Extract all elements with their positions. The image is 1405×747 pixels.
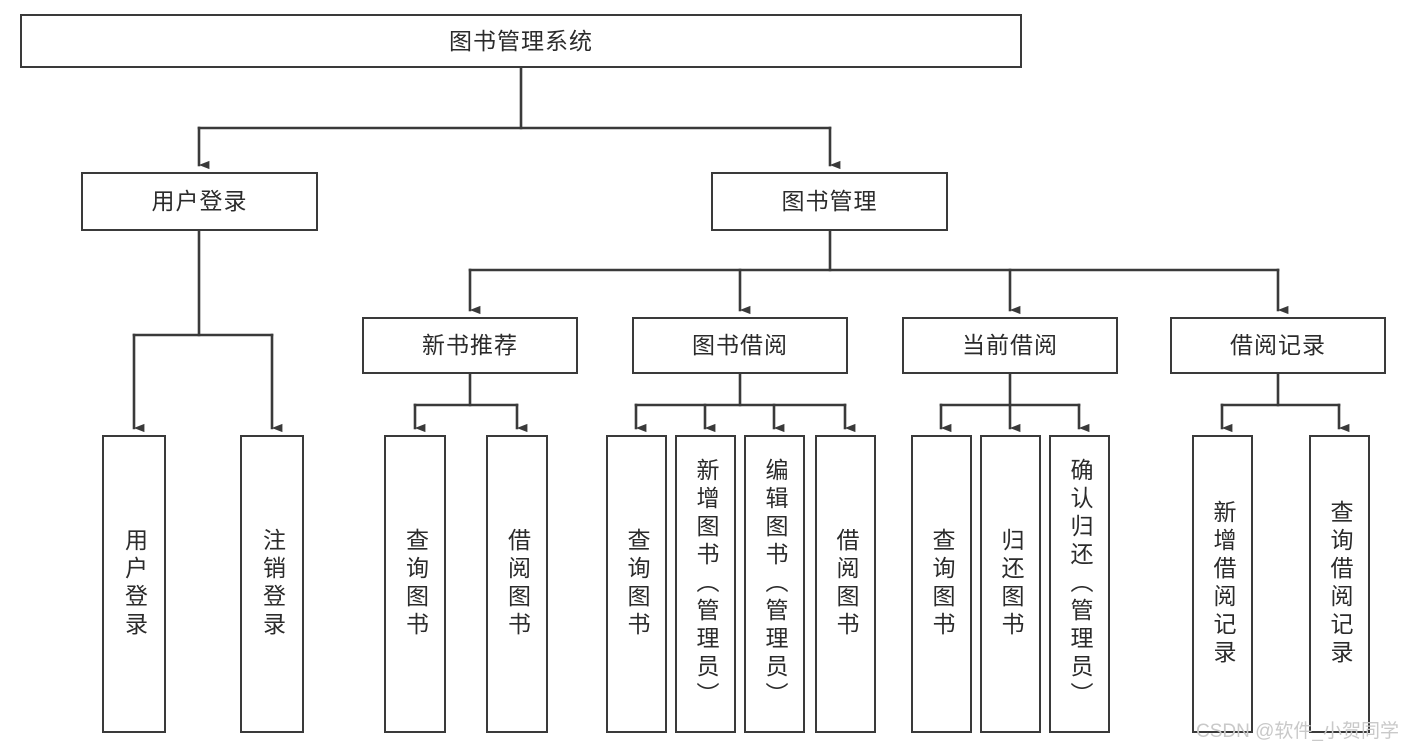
leaf-query-book-current[interactable]: 查询图书	[911, 435, 972, 733]
leaf-logout-login[interactable]: 注销登录	[240, 435, 304, 733]
node-book-borrow[interactable]: 图书借阅	[632, 317, 848, 374]
leaf-edit-book-admin[interactable]: 编辑图书（管理员）	[744, 435, 805, 733]
node-label: 借阅记录	[1230, 332, 1326, 359]
leaf-query-book-borrow[interactable]: 查询图书	[606, 435, 667, 733]
leaf-add-borrow-record[interactable]: 新增借阅记录	[1192, 435, 1253, 733]
node-label: 归还图书	[998, 528, 1024, 640]
node-label: 查询图书	[402, 528, 429, 640]
node-new-book-recommend[interactable]: 新书推荐	[362, 317, 578, 374]
node-label: 注销登录	[259, 528, 286, 640]
leaf-query-borrow-record[interactable]: 查询借阅记录	[1309, 435, 1370, 733]
node-label: 新增借阅记录	[1210, 500, 1236, 668]
node-label: 用户登录	[121, 528, 148, 640]
node-root-book-management-system[interactable]: 图书管理系统	[20, 14, 1022, 68]
node-label: 用户登录	[151, 188, 248, 215]
node-label: 借阅图书	[504, 528, 531, 640]
node-label: 当前借阅	[962, 332, 1058, 359]
node-label: 图书管理系统	[449, 27, 593, 54]
leaf-return-book[interactable]: 归还图书	[980, 435, 1041, 733]
node-label: 新增图书（管理员）	[693, 458, 719, 710]
node-label: 图书借阅	[692, 332, 788, 359]
node-label: 查询图书	[624, 528, 650, 640]
node-current-borrow[interactable]: 当前借阅	[902, 317, 1118, 374]
node-borrow-record[interactable]: 借阅记录	[1170, 317, 1386, 374]
node-label: 确认归还（管理员）	[1067, 458, 1093, 710]
leaf-confirm-return-admin[interactable]: 确认归还（管理员）	[1049, 435, 1110, 733]
leaf-query-book-newbook[interactable]: 查询图书	[384, 435, 446, 733]
node-book-management[interactable]: 图书管理	[711, 172, 948, 231]
leaf-user-login[interactable]: 用户登录	[102, 435, 166, 733]
node-label: 借阅图书	[833, 528, 859, 640]
leaf-borrow-book-newbook[interactable]: 借阅图书	[486, 435, 548, 733]
node-label: 图书管理	[781, 188, 878, 215]
node-user-login[interactable]: 用户登录	[81, 172, 318, 231]
node-label: 编辑图书（管理员）	[762, 458, 788, 710]
node-label: 查询借阅记录	[1327, 500, 1353, 668]
node-label: 新书推荐	[422, 332, 518, 359]
leaf-borrow-book-borrow[interactable]: 借阅图书	[815, 435, 876, 733]
node-label: 查询图书	[929, 528, 955, 640]
leaf-add-book-admin[interactable]: 新增图书（管理员）	[675, 435, 736, 733]
